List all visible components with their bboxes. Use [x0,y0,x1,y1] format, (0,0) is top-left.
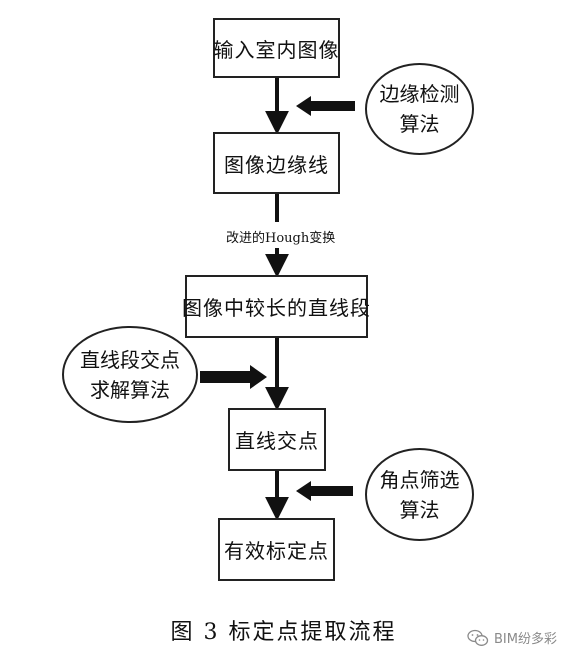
watermark: BIM纷多彩 [467,628,557,647]
node-valid-marker-points: 有效标定点 [218,518,335,581]
watermark-text: BIM纷多彩 [494,632,557,647]
node-line-intersections: 直线交点 [228,408,326,471]
side-arrow-corner-filter [296,481,353,501]
side-arrow-edge-detection [296,96,355,116]
node-edge-lines: 图像边缘线 [213,132,340,194]
node-long-line-segments: 图像中较长的直线段 [182,275,370,338]
node-input-image: 输入室内图像 [213,18,340,78]
side-arrow-intersection-solve [200,365,267,389]
method-corner-filter: 角点筛选 算法 [365,448,474,541]
method-edge-detection: 边缘检测 算法 [365,63,474,155]
wechat-icon [467,629,489,646]
figure-caption: 图 3 标定点提取流程 [170,620,397,645]
method-intersection-solve: 直线段交点 求解算法 [62,326,198,423]
edge-label-hough: 改进的Hough变换 [226,231,336,246]
